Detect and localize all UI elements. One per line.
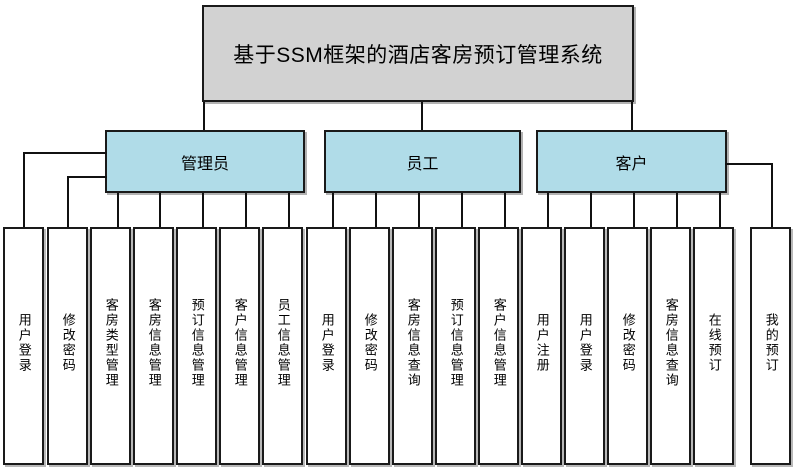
- role-node-employee-label: 员工: [406, 155, 439, 173]
- leaf-node-admin-employee-info-management: 员工信息管理: [262, 227, 303, 465]
- leaf-node-employee-change-password: 修改密码: [349, 227, 390, 465]
- connector-customer-to-leaf-3: [633, 193, 635, 227]
- leaf-node-admin-booking-info-management: 预订信息管理: [176, 227, 217, 465]
- connector-employee-to-leaf-3: [418, 193, 420, 227]
- leaf-node-label: 用户登录: [16, 313, 32, 373]
- leaf-node-employee-customer-info-management: 客户信息管理: [478, 227, 519, 465]
- leaf-node-customer-my-bookings: 我的预订: [750, 227, 791, 465]
- leaf-node-label: 修改密码: [620, 313, 636, 373]
- connector-employee-to-leaf-1: [332, 193, 334, 227]
- leaf-node-label: 客房类型管理: [103, 298, 119, 388]
- connector-admin-to-leaf-7: [288, 193, 290, 227]
- connector-root-to-admin: [203, 102, 205, 131]
- connector-root-to-employee: [421, 102, 423, 131]
- leaf-node-label: 客房信息查询: [663, 298, 679, 388]
- leaf-node-employee-booking-info-management: 预订信息管理: [435, 227, 476, 465]
- leaf-node-employee-user-login: 用户登录: [306, 227, 347, 465]
- role-node-employee: 员工: [324, 130, 521, 193]
- leaf-node-customer-user-register: 用户注册: [521, 227, 562, 465]
- connector-customer-to-leaf-6-horizontal: [725, 163, 773, 165]
- root-node-system-title: 基于SSM框架的酒店客房预订管理系统: [202, 5, 634, 102]
- connector-admin-to-leaf-1-horizontal: [23, 152, 107, 154]
- leaf-node-customer-change-password: 修改密码: [607, 227, 648, 465]
- connector-admin-to-leaf-2-vertical: [67, 176, 69, 227]
- leaf-node-label: 客房信息查询: [405, 298, 421, 388]
- connector-admin-to-leaf-5: [202, 193, 204, 227]
- role-node-customer: 客户: [536, 130, 727, 193]
- leaf-node-label: 修改密码: [362, 313, 378, 373]
- leaf-node-label: 修改密码: [60, 313, 76, 373]
- connector-employee-to-leaf-2: [375, 193, 377, 227]
- leaf-node-label: 预订信息管理: [448, 298, 464, 388]
- connector-admin-to-leaf-3: [117, 193, 119, 227]
- connector-customer-to-leaf-4: [676, 193, 678, 227]
- leaf-node-admin-change-password: 修改密码: [47, 227, 88, 465]
- leaf-node-label: 员工信息管理: [275, 298, 291, 388]
- leaf-node-label: 我的预订: [763, 313, 779, 373]
- role-node-admin: 管理员: [105, 130, 305, 193]
- connector-customer-to-leaf-2: [590, 193, 592, 227]
- connector-admin-to-leaf-2-horizontal: [67, 176, 107, 178]
- leaf-node-label: 用户注册: [534, 313, 550, 373]
- leaf-node-admin-user-login: 用户登录: [3, 227, 44, 465]
- leaf-node-label: 用户登录: [319, 313, 335, 373]
- leaf-node-label: 客户信息管理: [491, 298, 507, 388]
- connector-customer-to-leaf-5: [719, 193, 721, 227]
- leaf-node-label: 预订信息管理: [189, 298, 205, 388]
- connector-employee-to-leaf-5: [504, 193, 506, 227]
- connector-admin-to-leaf-1-vertical: [23, 152, 25, 227]
- root-node-label: 基于SSM框架的酒店客房预订管理系统: [233, 43, 603, 67]
- connector-employee-to-leaf-4: [461, 193, 463, 227]
- leaf-node-customer-room-info-query: 客房信息查询: [650, 227, 691, 465]
- connector-root-to-customer: [631, 102, 633, 131]
- leaf-node-admin-customer-info-management: 客户信息管理: [219, 227, 260, 465]
- role-node-customer-label: 客户: [615, 155, 648, 173]
- leaf-node-employee-room-info-query: 客房信息查询: [392, 227, 433, 465]
- role-node-admin-label: 管理员: [180, 155, 229, 173]
- leaf-node-customer-online-booking: 在线预订: [693, 227, 734, 465]
- connector-customer-to-leaf-6-vertical: [771, 163, 773, 227]
- connector-admin-to-leaf-4: [159, 193, 161, 227]
- leaf-node-label: 用户登录: [577, 313, 593, 373]
- leaf-node-label: 客房信息管理: [146, 298, 162, 388]
- leaf-node-customer-user-login: 用户登录: [564, 227, 605, 465]
- connector-admin-to-leaf-6: [245, 193, 247, 227]
- leaf-node-admin-room-type-management: 客房类型管理: [90, 227, 131, 465]
- leaf-node-label: 在线预订: [706, 313, 722, 373]
- leaf-node-admin-room-info-management: 客房信息管理: [133, 227, 174, 465]
- connector-customer-to-leaf-1: [547, 193, 549, 227]
- leaf-node-label: 客户信息管理: [232, 298, 248, 388]
